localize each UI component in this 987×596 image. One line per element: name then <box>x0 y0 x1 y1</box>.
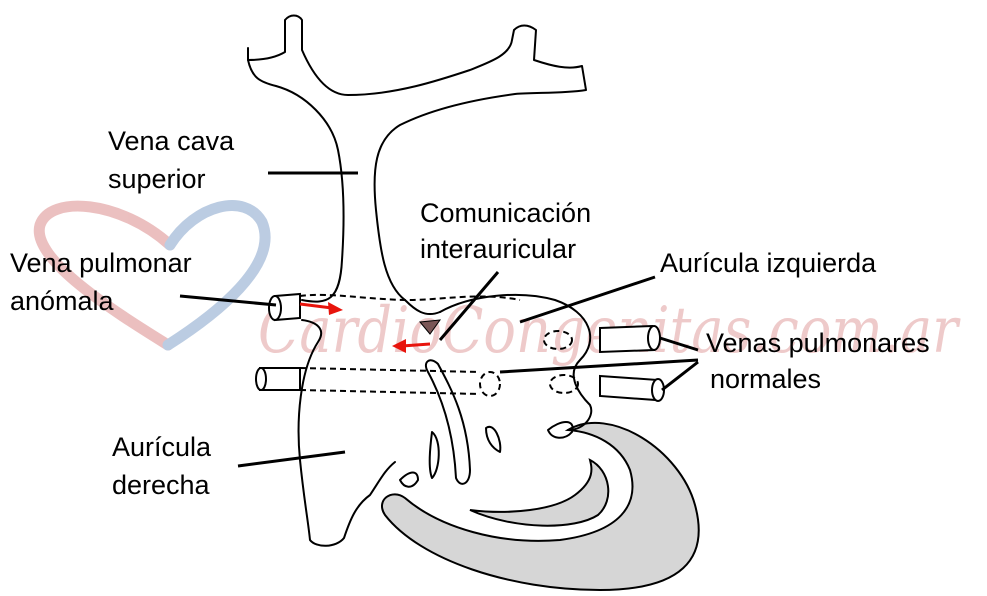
right-pulmonary-vein-course <box>300 368 480 394</box>
label-vena-anomala-2: anómala <box>10 286 115 316</box>
tricuspid-leaflet-2 <box>400 473 418 487</box>
normal-vein-lower <box>600 376 658 400</box>
ventricle-muscle-inner <box>470 460 608 526</box>
great-vessels-outline <box>248 16 586 315</box>
label-comunicacion-2: interauricular <box>420 234 576 264</box>
tricuspid-leaflet-1 <box>430 432 439 478</box>
right-pulmonary-vein-end <box>256 368 266 390</box>
label-vena-cava-1: Vena cava <box>108 126 235 156</box>
label-venas-normales-2: normales <box>710 364 821 394</box>
label-vena-cava-2: superior <box>108 164 206 194</box>
label-auricula-izquierda: Aurícula izquierda <box>660 248 877 278</box>
anomalous-vein-end <box>269 296 281 320</box>
leader-auricula-derecha <box>238 452 345 466</box>
label-comunicacion-1: Comunicación <box>420 198 591 228</box>
label-vena-anomala-1: Vena pulmonar <box>10 248 192 278</box>
normal-vein-upper <box>600 326 654 352</box>
normal-vein-upper-end <box>648 326 660 350</box>
label-auricula-derecha-2: derecha <box>112 470 211 500</box>
normal-vein-lower-hidden <box>550 375 578 393</box>
mitral-leaflet-2 <box>486 427 500 452</box>
label-venas-normales-1: Venas pulmonares <box>706 328 930 358</box>
right-pulmonary-vein-hidden <box>480 372 500 396</box>
label-auricula-derecha-1: Aurícula <box>112 432 212 462</box>
atrial-septum <box>426 360 470 484</box>
